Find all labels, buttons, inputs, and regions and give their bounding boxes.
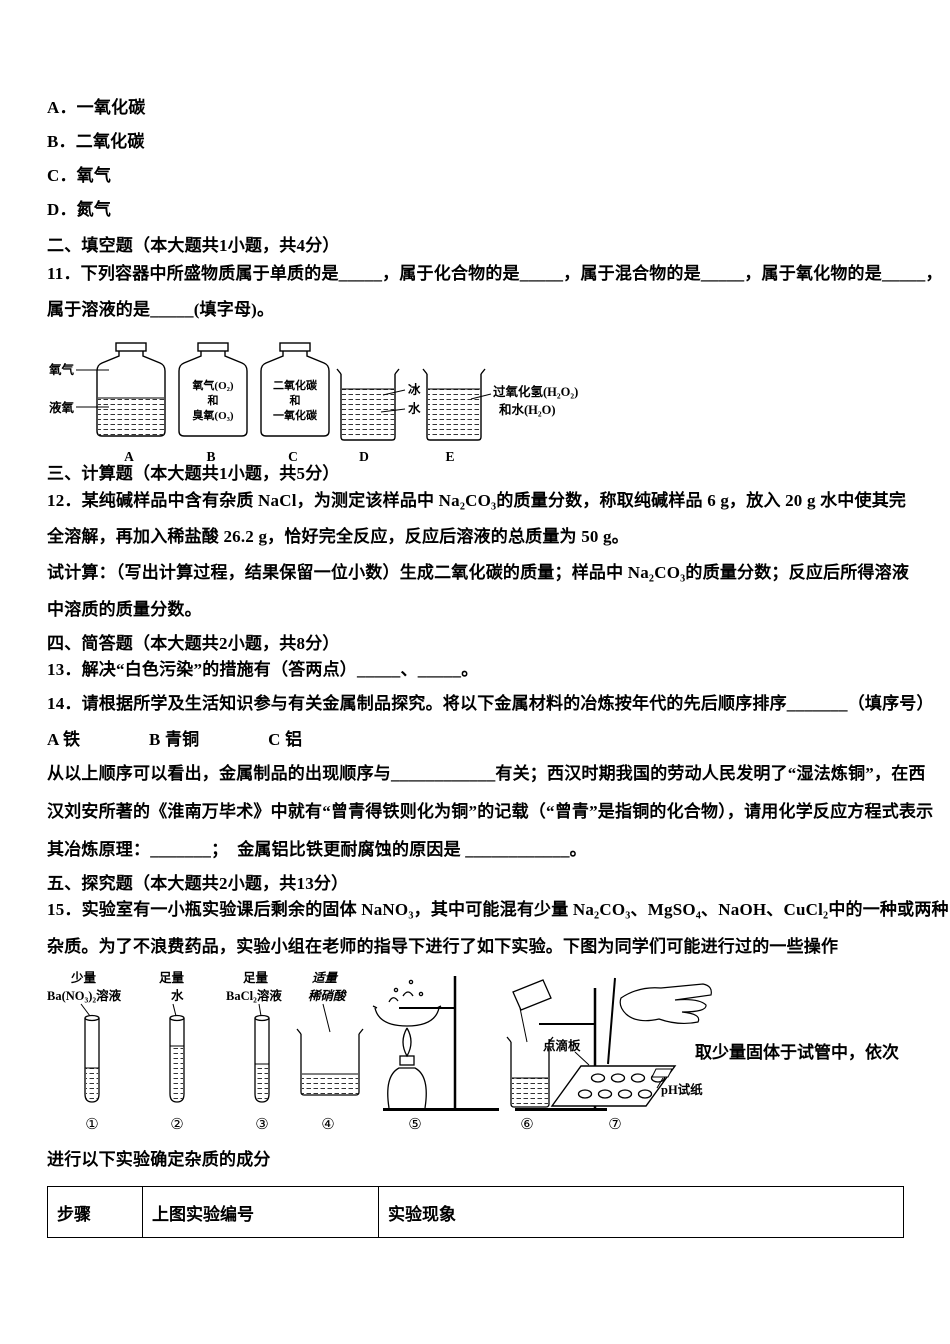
step-number-7: ⑦	[608, 1115, 621, 1133]
bottle-c-text-3: 一氧化碳	[273, 408, 318, 422]
spot-plate-test-drawing	[550, 977, 712, 1107]
containers-figure-svg: 氧气 液氧 氧气(O₂) 和 臭氧(O₃) 二氧化碳 和 一氧化碳	[48, 342, 578, 464]
step-number-2: ②	[170, 1115, 183, 1133]
label-water: 水	[408, 401, 421, 416]
bottle-a-drawing	[96, 342, 166, 437]
test-tube-1-drawing	[80, 1003, 100, 1103]
evaporation-heating-drawing	[372, 976, 499, 1111]
tube-2-reagent-label: 水	[171, 988, 184, 1003]
exam-document: A．一氧化碳 B．二氧化碳 C．氧气 D．氮气 二、填空题（本大题共1小题，共4…	[47, 0, 949, 1344]
question-15-line-2: 杂质。为了不浪费药品，实验小组在老师的指导下进行了如下实验。下图为同学们可能进行…	[47, 937, 839, 956]
bottle-c-text-1: 二氧化碳	[273, 378, 318, 392]
label-hydrogen-peroxide: 过氧化氢(H₂O₂)	[493, 384, 578, 399]
step-number-5: ⑤	[408, 1115, 421, 1133]
beaker-e-drawing	[422, 368, 486, 441]
alcohol-lamp-drawing	[387, 1067, 427, 1109]
tube-2-amount-label: 足量	[159, 971, 185, 985]
container-letter-a: A	[124, 449, 134, 464]
label-oxygen-gas: 氧气	[48, 362, 75, 377]
question-13: 13．解决“白色污染”的措施有（答两点）_____、_____。	[47, 660, 479, 679]
figure-side-note: 取少量固体于试管中，依次	[695, 1042, 899, 1062]
question-12-line-3: 试计算：（写出计算过程，结果保留一位小数）生成二氧化碳的质量；样品中 Na₂CO…	[47, 563, 910, 582]
glass-rod-drawing	[607, 977, 616, 1065]
question-14-line-3: 从以上顺序可以看出，金属制品的出现顺序与____________有关；西汉时期我…	[47, 764, 926, 783]
question-12-line-1: 12．某纯碱样品中含有杂质 NaCl，为测定该样品中 Na₂CO₃的质量分数，称…	[47, 491, 907, 510]
table-header-experiment-number: 上图实验编号	[142, 1186, 379, 1238]
q15-operations-figure: 少量 Ba(NO₃)₂溶液 足量 水 足量 BaCl₂溶液	[47, 966, 907, 1143]
question-11-line-1: 11．下列容器中所盛物质属于单质的是_____，属于化合物的是_____，属于混…	[47, 264, 943, 283]
label-and-water: 和水(H₂O)	[498, 402, 556, 417]
tube-3-reagent-label: BaCl₂溶液	[226, 988, 282, 1003]
step-number-4: ④	[321, 1115, 334, 1133]
question-12-line-2: 全溶解，再加入稀盐酸 26.2 g，恰好完全反应，反应后溶液的总质量为 50 g…	[47, 527, 629, 546]
question-14-line-5: 其冶炼原理：_______； 金属铝比铁更耐腐蚀的原因是 ___________…	[47, 840, 587, 859]
container-letter-c: C	[288, 449, 298, 464]
section-heading-fill-in: 二、填空题（本大题共1小题，共4分）	[47, 236, 340, 255]
test-tube-2-drawing	[169, 1003, 185, 1103]
question-14-choices: A 铁 B 青铜 C 铝	[47, 730, 303, 749]
test-tube-1-liquid	[86, 1068, 98, 1099]
option-b: B．二氧化碳	[47, 132, 145, 151]
question-15-line-1: 15．实验室有一小瓶实验课后剩余的固体 NaNO₃，其中可能混有少量 Na₂CO…	[47, 900, 949, 919]
hand-drawing	[619, 983, 712, 1025]
question-11-line-2: 属于溶液的是_____(填字母)。	[47, 300, 275, 319]
bottle-b-text-3: 臭氧(O₃)	[192, 408, 234, 422]
ph-paper-strip-drawing	[651, 1068, 673, 1078]
section-heading-inquiry: 五、探究题（本大题共2小题，共13分）	[47, 874, 349, 893]
container-letter-b: B	[206, 449, 215, 464]
option-d: D．氮气	[47, 200, 112, 219]
beaker-4-reagent-label: 稀硝酸	[308, 989, 347, 1003]
beaker-e-liquid	[428, 389, 480, 439]
step-number-1: ①	[85, 1115, 98, 1133]
step-number-3: ③	[255, 1115, 268, 1133]
bottle-b-drawing	[178, 342, 248, 437]
flame-icon	[402, 1027, 412, 1058]
step-number-6: ⑥	[520, 1115, 533, 1133]
section-heading-short-answer: 四、简答题（本大题共2小题，共8分）	[47, 634, 340, 653]
question-14-line-1: 14．请根据所学及生活知识参与有关金属制品探究。将以下金属材料的冶炼按年代的先后…	[47, 694, 934, 713]
tube-1-reagent-label: Ba(NO₃)₂溶液	[47, 988, 122, 1003]
test-tube-2-liquid	[171, 1046, 183, 1099]
receiving-beaker-liquid	[512, 1078, 548, 1106]
question-15-closing: 进行以下实验确定杂质的成分	[47, 1150, 271, 1169]
q11-containers-figure: 氧气 液氧 氧气(O₂) 和 臭氧(O₃) 二氧化碳 和 一氧化碳	[47, 342, 613, 473]
question-14-line-4: 汉刘安所著的《淮南万毕术》中就有“曾青得铁则化为铜”的记载（“曾青”是指铜的化合…	[47, 802, 934, 821]
tilted-vessel-drawing	[512, 979, 552, 1011]
question-12-line-4: 中溶质的质量分数。	[47, 600, 202, 619]
beaker-4-amount-label: 适量	[312, 971, 339, 985]
container-letter-e: E	[445, 449, 454, 464]
section-heading-calculation: 三、计算题（本大题共1小题，共5分）	[47, 464, 340, 483]
spot-plate-label: 点滴板	[543, 1038, 581, 1053]
container-letter-d: D	[359, 449, 369, 464]
tube-1-amount-label: 少量	[70, 970, 97, 985]
bottle-a-liquid	[98, 398, 164, 435]
bottle-b-text-2: 和	[208, 393, 219, 407]
beaker-d-liquid	[342, 389, 394, 439]
acid-beaker-drawing	[296, 1003, 364, 1096]
label-ice: 冰	[408, 382, 421, 397]
bottle-c-drawing	[260, 342, 330, 437]
table-header-step: 步骤	[47, 1186, 143, 1238]
table-header-phenomenon: 实验现象	[378, 1186, 904, 1238]
option-c: C．氧气	[47, 166, 112, 185]
bottle-c-text-2: 和	[290, 393, 301, 407]
test-tube-3-liquid	[256, 1064, 268, 1099]
table-header-row: 步骤 上图实验编号 实验现象	[47, 1186, 904, 1238]
label-liquid-oxygen: 液氧	[49, 400, 75, 415]
experiment-record-table: 步骤 上图实验编号 实验现象	[47, 1186, 904, 1238]
operations-figure-svg: 少量 Ba(NO₃)₂溶液 足量 水 足量 BaCl₂溶液	[47, 970, 899, 1133]
tube-3-amount-label: 足量	[243, 971, 269, 985]
bottle-b-text-1: 氧气(O₂)	[191, 378, 234, 392]
test-tube-3-drawing	[254, 1003, 270, 1103]
acid-beaker-liquid	[302, 1074, 358, 1094]
option-a: A．一氧化碳	[47, 98, 146, 117]
beaker-d-drawing	[336, 368, 400, 441]
ph-paper-label: pH试纸	[661, 1082, 703, 1097]
